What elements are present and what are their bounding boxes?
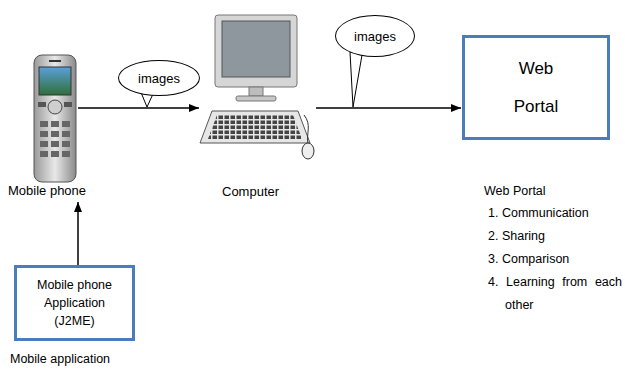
list-item: 4. Learning from each other (486, 271, 622, 317)
node-text: Mobile phone (8, 183, 98, 202)
phone-screen (39, 67, 71, 95)
mouse-cord (304, 115, 308, 144)
monitor-neck (249, 87, 263, 96)
monitor-frame (215, 15, 297, 87)
mobile-phone-node: Mobile phone (8, 52, 98, 202)
mouse (302, 143, 314, 159)
arrow-connector (78, 107, 199, 109)
speech-bubble: images (118, 60, 200, 96)
phone-keypad (40, 121, 70, 157)
list-item: 3. Comparison (486, 248, 622, 271)
node-text: Mobile phone Application (J2ME) (17, 272, 132, 334)
phone-softkey (38, 102, 46, 107)
bubble-tail (350, 52, 362, 107)
list-item: 2. Sharing (486, 225, 622, 248)
keyboard-keys (208, 115, 302, 139)
keyboard (200, 111, 310, 143)
web-portal-box: Web Portal (462, 35, 610, 140)
speech-bubble: images (335, 15, 415, 57)
mobile-phone-illustration (34, 55, 76, 182)
monitor-base (236, 96, 276, 101)
phone-softkey (64, 102, 72, 107)
arrow-connector (77, 202, 79, 265)
monitor-screen (222, 21, 290, 77)
list-item: 1. Communication (486, 202, 622, 225)
node-text: Computer (195, 184, 320, 203)
phone-body (34, 55, 76, 182)
application-box: Mobile phone Application (J2ME) (14, 265, 135, 341)
phone-navpad (48, 100, 62, 114)
computer-illustration (200, 15, 314, 159)
arrow-connector (316, 107, 461, 109)
phone-earpiece (49, 60, 61, 62)
node-text: Web Portal (503, 50, 569, 126)
list-heading: Web Portal (484, 180, 620, 203)
computer-node: Computer (195, 15, 320, 203)
caption-label: Mobile application (10, 348, 170, 370)
